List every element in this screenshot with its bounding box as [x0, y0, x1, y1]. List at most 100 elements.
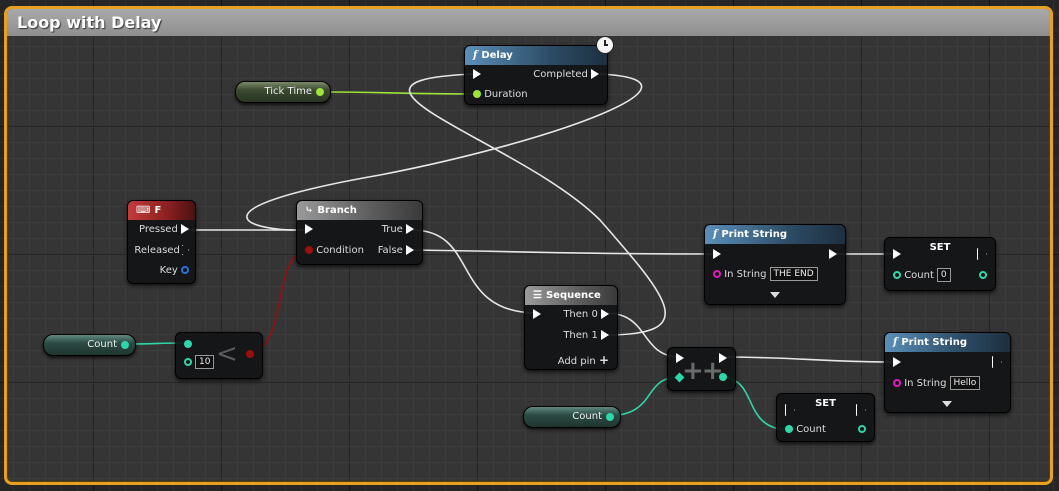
delay-completed-pin[interactable]: Completed	[533, 67, 599, 83]
exec-in-icon	[473, 69, 481, 79]
compare-out-pin[interactable]	[246, 347, 254, 363]
pressed-label: Pressed	[138, 224, 178, 235]
increment-symbol: ++	[682, 356, 724, 386]
true-label: True	[381, 224, 403, 235]
sequence-exec-in-pin[interactable]	[533, 307, 541, 323]
chevron-down-icon[interactable]	[770, 292, 780, 298]
setcount-out-pin[interactable]	[858, 422, 866, 438]
compare-b-pin[interactable]: 10	[184, 355, 215, 371]
set0-exec-out-pin[interactable]	[977, 247, 987, 263]
compare-a-pin[interactable]	[184, 337, 192, 353]
pressed-pin[interactable]: Pressed	[139, 222, 189, 238]
float-pin-icon[interactable]	[316, 88, 324, 96]
count-label: Count	[572, 411, 602, 422]
exec-in-hollow-icon	[785, 404, 795, 416]
then0-pin[interactable]: Then 0	[563, 307, 609, 323]
sequence-node[interactable]: ☰Sequence Then 0 Then 1 Add pin +	[524, 285, 618, 370]
setcount-count-pin[interactable]: Count	[785, 422, 826, 438]
false-pin[interactable]: False	[378, 243, 414, 259]
set-count-header[interactable]: SET	[777, 394, 874, 413]
exec-in-icon	[533, 309, 541, 319]
exec-out-icon	[601, 330, 609, 340]
int-pin-icon	[184, 340, 192, 348]
delay-completed-label: Completed	[533, 69, 588, 80]
less-than-symbol: <	[216, 339, 238, 369]
delay-duration-pin[interactable]: Duration	[473, 87, 528, 103]
set0-exec-in-pin[interactable]	[893, 247, 901, 263]
int-pin-icon	[893, 271, 901, 279]
add-pin-button[interactable]: Add pin +	[558, 352, 609, 368]
print-end-exec-out-pin[interactable]	[829, 247, 837, 263]
print-end-title: Print String	[721, 229, 788, 240]
setcount-exec-out-pin[interactable]	[856, 403, 866, 419]
true-pin[interactable]: True	[382, 222, 414, 238]
print-hello-value-box[interactable]: Hello	[949, 376, 981, 390]
increment-node[interactable]: ++	[667, 347, 736, 391]
print-hello-exec-in-pin[interactable]	[893, 355, 901, 371]
sequence-title: Sequence	[545, 290, 601, 301]
f-key-event-node[interactable]: ⌨F Pressed Released Key	[127, 200, 196, 284]
then0-label: Then 0	[563, 309, 598, 320]
tick-time-getter[interactable]: Tick Time	[235, 81, 331, 103]
then1-pin[interactable]: Then 1	[563, 328, 609, 344]
f-key-event-header[interactable]: ⌨F	[128, 201, 195, 220]
struct-pin-icon	[181, 266, 189, 274]
print-hello-title: Print String	[901, 337, 968, 348]
sequence-node-header[interactable]: ☰Sequence	[525, 286, 617, 305]
count-getter-2[interactable]: Count	[523, 406, 621, 428]
set-title: SET	[929, 242, 951, 253]
count-getter-1[interactable]: Count	[43, 334, 136, 356]
in-string-label: In String	[904, 378, 947, 389]
event-icon: ⌨	[136, 205, 151, 216]
int-pin-icon	[979, 271, 987, 279]
f-key-title: F	[154, 205, 162, 216]
bool-pin-icon	[305, 246, 313, 254]
string-pin-icon	[713, 270, 721, 278]
delay-exec-in-pin[interactable]	[473, 67, 481, 83]
less-than-node[interactable]: 10 <	[175, 332, 263, 379]
add-pin-label: Add pin	[557, 356, 596, 367]
int-pin-icon[interactable]	[606, 413, 614, 421]
comment-title[interactable]: Loop with Delay	[7, 9, 1050, 36]
function-f-icon: f	[713, 229, 718, 240]
false-label: False	[377, 245, 403, 256]
exec-out-hollow-icon	[992, 356, 1002, 368]
chevron-down-icon[interactable]	[942, 401, 952, 407]
exec-out-icon	[829, 249, 837, 259]
setcount-exec-in-pin[interactable]	[785, 403, 795, 419]
set-count-node[interactable]: SET Count	[776, 393, 875, 442]
set-count-0-header[interactable]: SET	[885, 238, 995, 257]
clock-icon	[596, 36, 614, 54]
int-pin-icon	[184, 358, 192, 366]
set0-out-pin[interactable]	[979, 268, 987, 284]
exec-out-hollow-icon	[977, 248, 987, 260]
condition-pin[interactable]: Condition	[305, 243, 364, 259]
exec-in-icon	[893, 357, 901, 367]
released-pin[interactable]: Released	[134, 243, 189, 259]
branch-node[interactable]: ⤷Branch Condition True False	[296, 200, 423, 265]
print-hello-exec-out-pin[interactable]	[992, 355, 1002, 371]
print-end-value-box[interactable]: THE END	[769, 267, 818, 281]
set0-value-box[interactable]: 0	[936, 268, 951, 282]
branch-exec-in-pin[interactable]	[305, 222, 313, 238]
in-string-label: In String	[724, 269, 767, 280]
tick-time-label: Tick Time	[264, 86, 312, 97]
print-end-exec-in-pin[interactable]	[713, 247, 721, 263]
increment-exec-out-pin[interactable]	[719, 351, 727, 367]
key-pin[interactable]: Key	[160, 263, 189, 279]
increment-exec-in-pin[interactable]	[676, 351, 684, 367]
branch-node-header[interactable]: ⤷Branch	[297, 201, 422, 220]
int-pin-icon[interactable]	[121, 341, 129, 349]
increment-out-pin[interactable]	[719, 370, 727, 386]
compare-value-box[interactable]: 10	[195, 355, 215, 369]
